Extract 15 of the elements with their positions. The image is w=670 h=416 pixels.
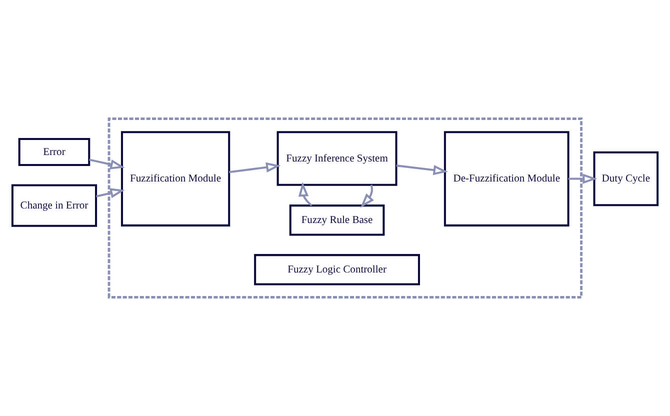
- arrow: [229, 162, 281, 174]
- node-box: Fuzzy Logic Controller: [254, 254, 420, 286]
- node-box: Change in Error: [11, 184, 98, 227]
- arrow: [298, 182, 312, 206]
- node-box: Fuzzy Inference System: [276, 131, 398, 186]
- arrow: [568, 174, 598, 184]
- node-box: Duty Cycle: [593, 151, 659, 206]
- node-box: Fuzzification Module: [120, 131, 230, 226]
- node-box: Error: [18, 138, 90, 166]
- node-box: De-Fuzzification Module: [444, 131, 570, 226]
- arrow: [360, 184, 374, 208]
- arrow: [96, 188, 125, 198]
- arrow: [89, 158, 125, 170]
- node-box: Fuzzy Rule Base: [289, 204, 385, 236]
- arrow: [396, 164, 448, 176]
